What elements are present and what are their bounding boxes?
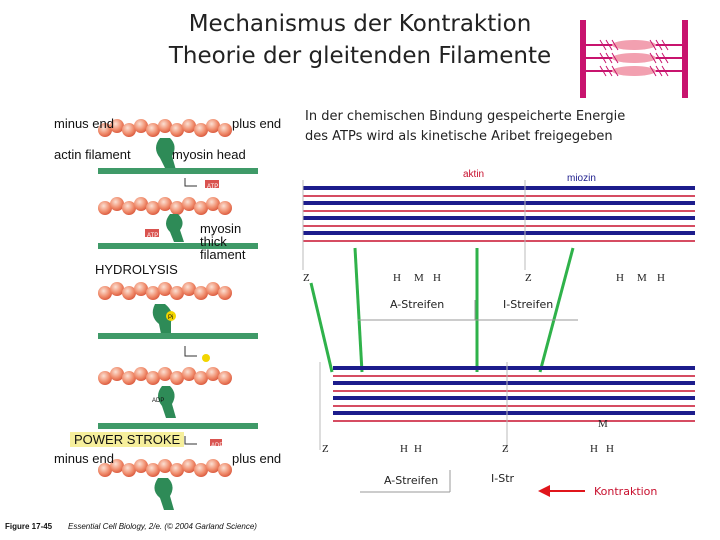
cycle-stage-5 bbox=[98, 459, 232, 510]
contraction-arrow bbox=[538, 485, 585, 497]
h-zone-label-2: H bbox=[433, 272, 441, 284]
m-line-label-1: M bbox=[414, 272, 424, 284]
m-line-label-2: M bbox=[637, 272, 647, 284]
myosin-thick-filament-label: myosin thick filament bbox=[200, 221, 246, 262]
actin-filament-label: actin filament bbox=[54, 147, 131, 162]
a-band-label-1: A-Streifen bbox=[390, 298, 445, 311]
z-line-label-1: Z bbox=[303, 272, 310, 284]
h-zone-label-6: H bbox=[414, 443, 422, 455]
cycle-stage-3 bbox=[98, 282, 258, 339]
power-stroke-label: POWER STROKE bbox=[70, 432, 185, 447]
plus-end-label: plus end bbox=[232, 116, 282, 131]
pi-badge: Pi bbox=[168, 315, 174, 321]
figure-number: Figure 17-45 bbox=[5, 522, 53, 531]
myosin-head-label: myosin head bbox=[172, 147, 246, 162]
title-line-1: Mechanismus der Kontraktion bbox=[188, 11, 532, 37]
h-zone-label-3: H bbox=[616, 272, 624, 284]
aktin-label: aktin bbox=[463, 169, 485, 180]
minus-end-label-bottom: minus end bbox=[54, 451, 114, 466]
atp-badge-2: ATP bbox=[147, 233, 159, 239]
relaxed-sarcomere bbox=[302, 180, 695, 270]
h-zone-label-1: H bbox=[393, 272, 401, 284]
description-text: In der chemischen Bindung gespeicherte E… bbox=[305, 109, 626, 144]
z-line-label-4: Z bbox=[502, 443, 509, 455]
plus-end-label-bottom: plus end bbox=[232, 451, 282, 466]
h-zone-label-4: H bbox=[657, 272, 665, 284]
cycle-stage-2 bbox=[98, 180, 258, 249]
adp-badge: ADP bbox=[152, 398, 165, 404]
page-title: Mechanismus der Kontraktion Theorie der … bbox=[120, 8, 600, 72]
i-band-label-1: I-Streifen bbox=[503, 298, 554, 311]
m-line-label-3: M bbox=[598, 418, 608, 430]
hydrolysis-label: HYDROLYSIS bbox=[95, 262, 178, 277]
a-band-label-2: A-Streifen bbox=[384, 474, 439, 487]
h-zone-label-7: H bbox=[590, 443, 598, 455]
cycle-stage-1 bbox=[98, 119, 258, 174]
minus-end-label: minus end bbox=[54, 116, 114, 131]
miozin-label: miozin bbox=[567, 173, 596, 184]
z-line-label-3: Z bbox=[322, 443, 329, 455]
contraction-label: Kontraktion bbox=[594, 485, 658, 498]
i-band-label-2: I-Str bbox=[491, 472, 515, 485]
title-line-2: Theorie der gleitenden Filamente bbox=[168, 43, 552, 69]
cycle-stage-4 bbox=[98, 354, 258, 429]
contracted-sarcomere bbox=[319, 362, 695, 450]
figure-source: Essential Cell Biology, 2/e. (© 2004 Gar… bbox=[68, 522, 257, 531]
adp-badge-2: ADP bbox=[211, 443, 224, 449]
h-zone-label-8: H bbox=[606, 443, 614, 455]
z-line-label-2: Z bbox=[525, 272, 532, 284]
h-zone-label-5: H bbox=[400, 443, 408, 455]
atp-badge-1: ATP bbox=[207, 184, 219, 190]
